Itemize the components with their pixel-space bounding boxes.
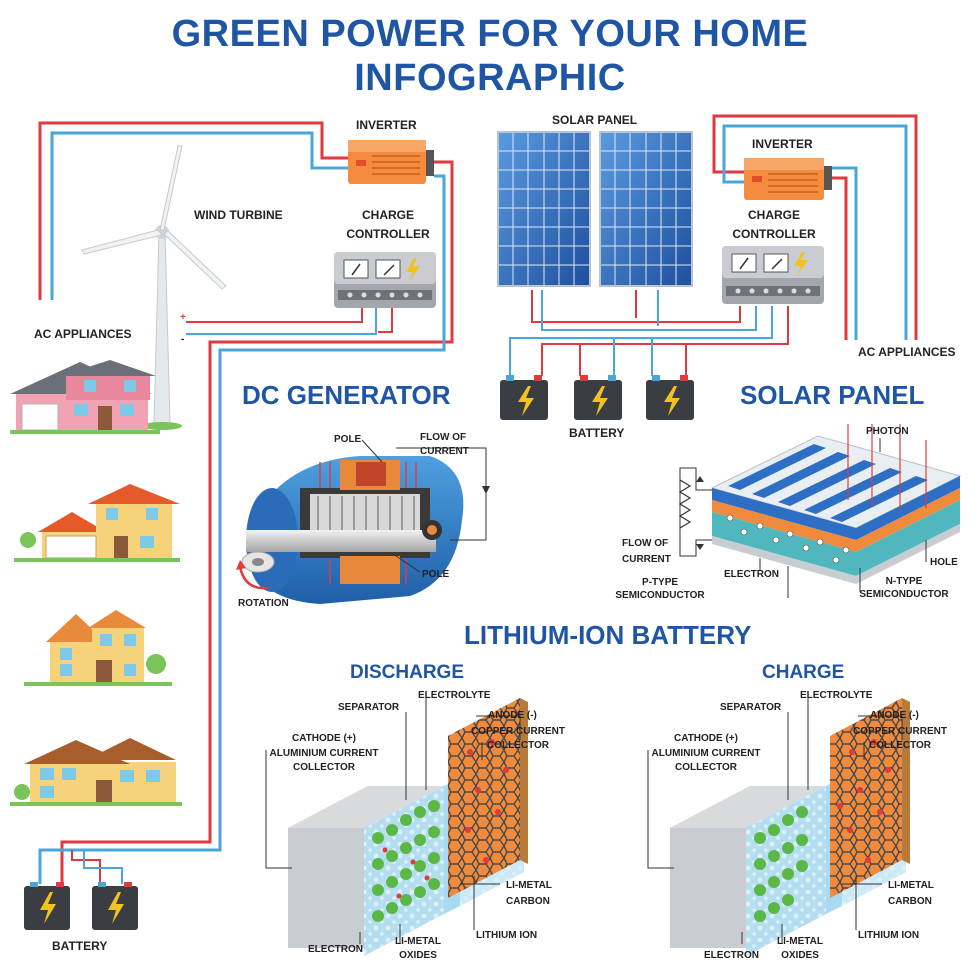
wind-turbine bbox=[81, 145, 227, 430]
charge-li-metal-label-2: CARBON bbox=[888, 896, 932, 907]
discharge-li-metal-label-1: LI-METAL bbox=[506, 880, 552, 891]
solar-panel-right bbox=[599, 131, 693, 287]
charge-li-metal-label-1: LI-METAL bbox=[888, 880, 934, 891]
dc-generator-heading: DC GENERATOR bbox=[242, 380, 451, 410]
discharge-oxides-label-1: LI-METAL bbox=[395, 936, 441, 947]
generator-flow-label-1: FLOW OF bbox=[420, 432, 467, 443]
solar-cell-illustration bbox=[678, 424, 962, 598]
right-battery-3 bbox=[646, 375, 694, 420]
discharge-cathode-label: CATHODE (+) bbox=[292, 733, 356, 744]
left-charge-label-1: CHARGE bbox=[361, 208, 414, 222]
generator-flow-label-2: CURRENT bbox=[420, 446, 469, 457]
discharge-aluminium-label-1: ALUMINIUM CURRENT bbox=[269, 748, 379, 759]
charge-oxides-label-1: LI-METAL bbox=[777, 936, 823, 947]
charge-aluminium-label-1: ALUMINIUM CURRENT bbox=[651, 748, 761, 759]
solar-hole-label: HOLE bbox=[930, 557, 958, 568]
discharge-li-metal-label-2: CARBON bbox=[506, 896, 550, 907]
right-charge-label-2: CONTROLLER bbox=[732, 227, 816, 241]
right-inverter-label: INVERTER bbox=[752, 137, 813, 151]
charge-separator-label: SEPARATOR bbox=[720, 702, 782, 713]
solar-panel-heading: SOLAR PANEL bbox=[740, 380, 925, 410]
solar-flow-label-2: CURRENT bbox=[622, 554, 671, 565]
house-3 bbox=[24, 610, 172, 686]
wind-turbine-label: WIND TURBINE bbox=[194, 208, 283, 222]
charge-electron-label: ELECTRON bbox=[704, 950, 759, 961]
solar-panel-left bbox=[497, 131, 591, 287]
charge-lithium-ion-label: LITHIUM ION bbox=[858, 930, 920, 941]
right-battery-1 bbox=[500, 375, 548, 420]
discharge-copper-label-1: COPPER CURRENT bbox=[471, 726, 565, 737]
left-charge-controller bbox=[334, 252, 436, 308]
lithium-ion-heading: LITHIUM-ION BATTERY bbox=[464, 620, 752, 650]
discharge-aluminium-label-2: COLLECTOR bbox=[292, 762, 356, 773]
photon-label: PHOTON bbox=[866, 426, 909, 437]
charge-aluminium-label-2: COLLECTOR bbox=[674, 762, 738, 773]
charge-cathode-label: CATHODE (+) bbox=[674, 733, 738, 744]
right-charge-controller bbox=[722, 246, 824, 304]
house-4 bbox=[10, 738, 182, 806]
right-battery-2 bbox=[574, 375, 622, 420]
discharge-electron-label: ELECTRON bbox=[308, 944, 363, 955]
discharge-copper-label-2: COLLECTOR bbox=[486, 740, 550, 751]
charge-electrolyte-label: ELECTROLYTE bbox=[800, 690, 873, 701]
discharge-oxides-label-2: OXIDES bbox=[399, 950, 437, 961]
solar-flow-label-1: FLOW OF bbox=[622, 538, 669, 549]
house-1 bbox=[10, 360, 160, 434]
generator-pole-top-label: POLE bbox=[334, 434, 362, 445]
turbine-minus-sign: - bbox=[181, 334, 185, 345]
left-battery-label: BATTERY bbox=[52, 939, 108, 953]
left-inverter-label: INVERTER bbox=[356, 118, 417, 132]
right-battery-label: BATTERY bbox=[569, 426, 625, 440]
right-charge-label-1: CHARGE bbox=[747, 208, 800, 222]
charge-oxides-label-2: OXIDES bbox=[781, 950, 819, 961]
charge-copper-label-2: COLLECTOR bbox=[868, 740, 932, 751]
charge-anode-label: ANODE (-) bbox=[870, 710, 919, 721]
discharge-cell-illustration bbox=[288, 698, 528, 956]
discharge-anode-label: ANODE (-) bbox=[488, 710, 537, 721]
charge-heading: CHARGE bbox=[762, 662, 845, 683]
p-type-label-1: P-TYPE bbox=[641, 577, 679, 588]
generator-pole-bottom-label: POLE bbox=[422, 569, 450, 580]
p-type-label-2: SEMICONDUCTOR bbox=[615, 590, 705, 601]
right-panel-wiring bbox=[509, 290, 789, 376]
left-ac-appliances-label: AC APPLIANCES bbox=[34, 327, 132, 341]
right-wiring bbox=[712, 114, 918, 340]
house-2 bbox=[14, 484, 180, 562]
right-ac-appliances-label: AC APPLIANCES bbox=[858, 345, 956, 359]
solar-electron-label: ELECTRON bbox=[724, 569, 779, 580]
page-title-line2: INFOGRAPHIC bbox=[354, 57, 626, 99]
charge-cell-illustration bbox=[670, 698, 910, 956]
discharge-lithium-ion-label: LITHIUM ION bbox=[476, 930, 538, 941]
discharge-electrolyte-label: ELECTROLYTE bbox=[418, 690, 491, 701]
battery-leader-lines bbox=[265, 696, 903, 944]
turbine-plus-sign: + bbox=[180, 312, 186, 323]
n-type-label-1: N-TYPE bbox=[885, 576, 923, 587]
right-inverter bbox=[744, 158, 832, 200]
discharge-separator-label: SEPARATOR bbox=[338, 702, 400, 713]
left-charge-label-2: CONTROLLER bbox=[346, 227, 430, 241]
page-title-line1: GREEN POWER FOR YOUR HOME bbox=[171, 13, 809, 55]
generator-rotation-label: ROTATION bbox=[238, 598, 289, 609]
charge-copper-label-1: COPPER CURRENT bbox=[853, 726, 947, 737]
dc-generator-illustration bbox=[236, 439, 490, 604]
left-battery-1 bbox=[24, 882, 70, 930]
discharge-heading: DISCHARGE bbox=[350, 662, 465, 683]
solar-panel-top-label: SOLAR PANEL bbox=[552, 113, 638, 127]
left-battery-2 bbox=[92, 882, 138, 930]
n-type-label-2: SEMICONDUCTOR bbox=[859, 589, 949, 600]
left-inverter bbox=[348, 140, 434, 184]
left-wiring bbox=[38, 121, 454, 884]
